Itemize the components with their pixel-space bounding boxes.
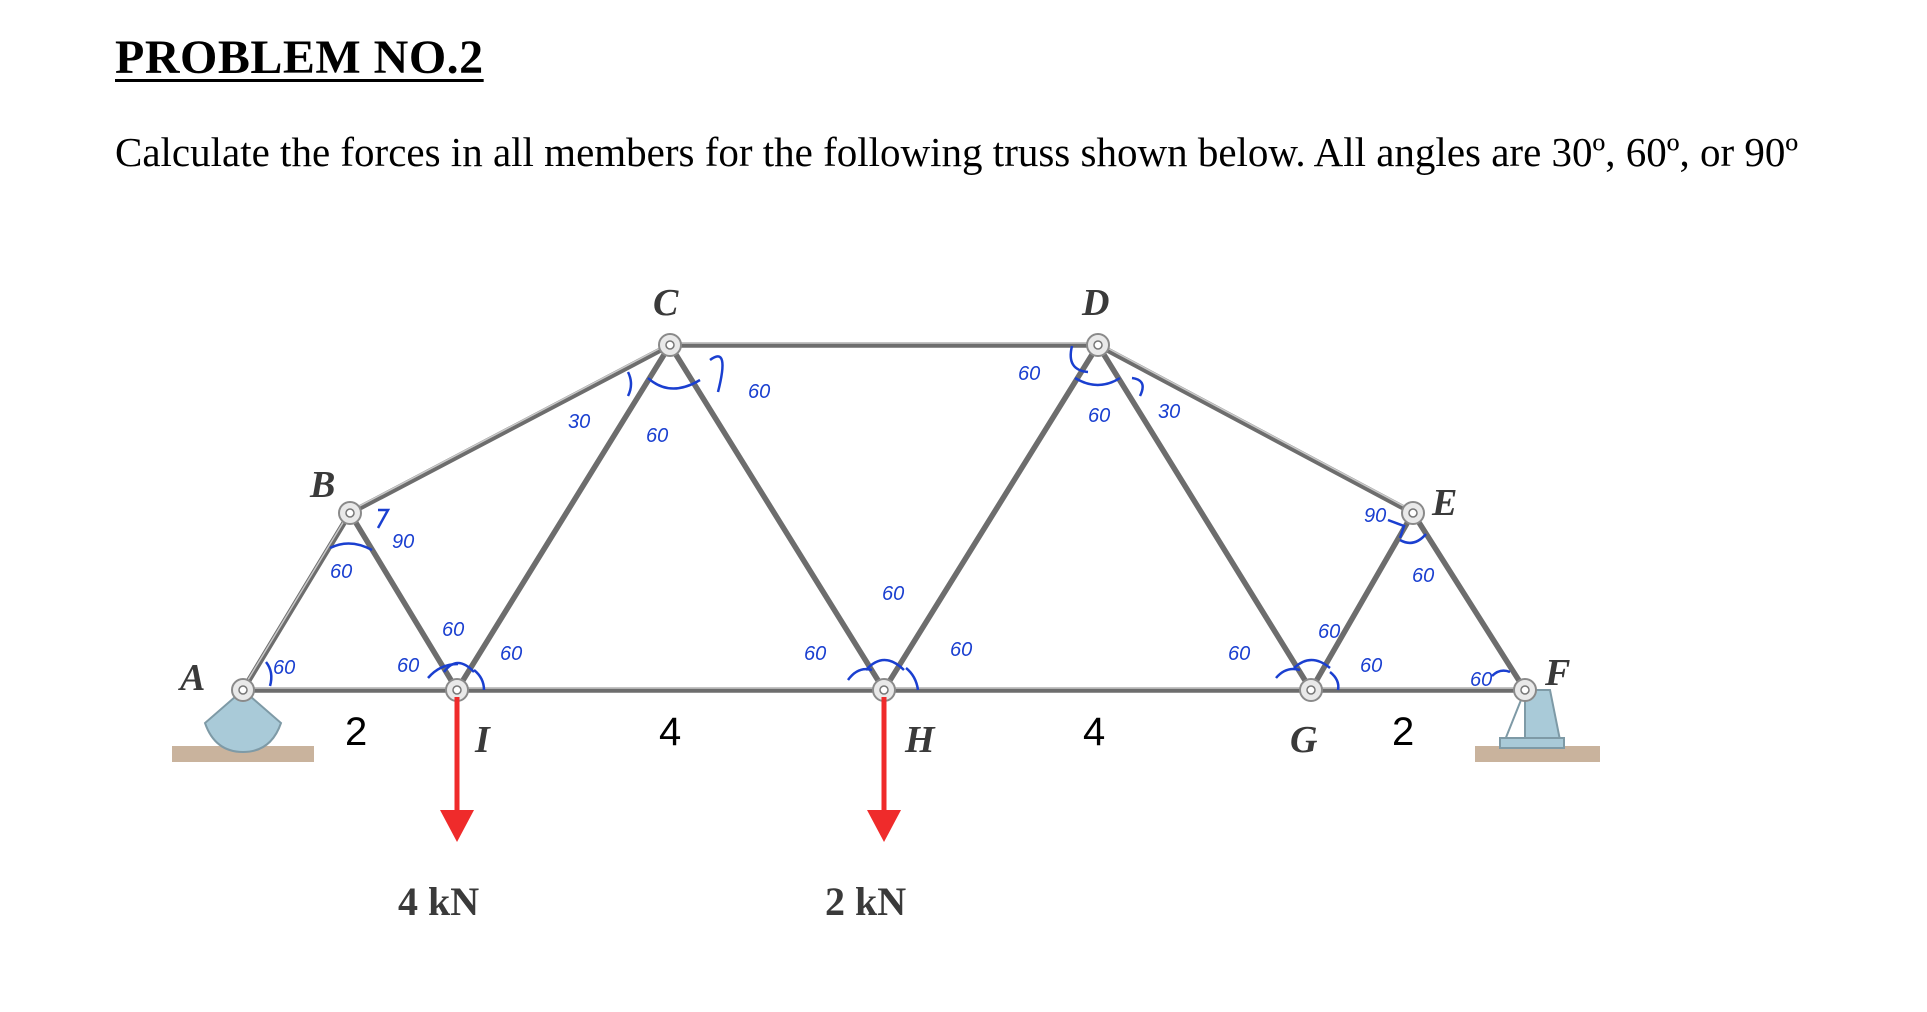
angle-c-mid: 60 xyxy=(646,425,668,447)
angle-a: 60 xyxy=(273,657,295,679)
angle-b-right: 90 xyxy=(392,531,414,553)
truss-joints xyxy=(231,333,1537,702)
pin-support-a xyxy=(203,688,283,754)
member-dg xyxy=(1095,342,1314,693)
angle-d-mid: 60 xyxy=(1088,405,1110,427)
angle-i-right: 60 xyxy=(500,643,522,665)
angle-h-top: 60 xyxy=(882,583,904,605)
load-label-h: 2 kN xyxy=(825,879,906,924)
member-bc xyxy=(347,342,673,516)
dimension-gf: 2 xyxy=(1392,710,1414,754)
joint-label-g: G xyxy=(1290,719,1318,761)
dimension-ih: 4 xyxy=(659,710,681,754)
ground-right xyxy=(1475,746,1600,762)
problem-title: PROBLEM NO.2 xyxy=(115,31,484,84)
angle-d-right: 30 xyxy=(1158,401,1180,423)
angle-g-top: 60 xyxy=(1318,621,1340,643)
member-ef xyxy=(1410,510,1528,693)
angle-g-right: 60 xyxy=(1360,655,1382,677)
angle-f: 60 xyxy=(1470,669,1492,691)
roller-base-f xyxy=(1499,737,1565,749)
angle-arcs xyxy=(264,345,1511,691)
angle-g-left: 60 xyxy=(1228,643,1250,665)
load-arrow-i xyxy=(440,697,474,842)
angle-i-left: 60 xyxy=(397,655,419,677)
joint-label-i: I xyxy=(474,719,491,761)
angle-c-left: 30 xyxy=(568,411,590,433)
joint-label-d: D xyxy=(1081,282,1109,324)
angle-d-left: 60 xyxy=(1018,363,1040,385)
joint-label-a: A xyxy=(178,657,205,699)
load-arrow-h xyxy=(867,697,901,842)
member-de xyxy=(1095,342,1416,516)
angle-h-right: 60 xyxy=(950,639,972,661)
member-dh xyxy=(881,342,1101,693)
dimension-hg: 4 xyxy=(1083,710,1105,754)
angle-e-left: 90 xyxy=(1364,505,1386,527)
member-bi xyxy=(347,510,460,693)
angle-c-right: 60 xyxy=(748,381,770,403)
joint-label-f: F xyxy=(1544,652,1570,694)
joint-label-e: E xyxy=(1431,482,1457,524)
member-ab xyxy=(240,510,353,693)
angle-h-left: 60 xyxy=(804,643,826,665)
angle-b-lower: 60 xyxy=(330,561,352,583)
angle-e-lower: 60 xyxy=(1412,565,1434,587)
member-ch xyxy=(667,342,887,693)
ground-left xyxy=(172,746,314,762)
angle-i-top: 60 xyxy=(442,619,464,641)
problem-statement: Calculate the forces in all members for … xyxy=(115,129,1799,175)
dimension-ai: 2 xyxy=(345,710,367,754)
load-label-i: 4 kN xyxy=(398,879,479,924)
joint-label-h: H xyxy=(904,719,936,761)
joint-label-c: C xyxy=(653,282,679,324)
member-ci xyxy=(454,342,673,693)
member-eg xyxy=(1308,510,1416,693)
joint-label-b: B xyxy=(309,464,335,506)
